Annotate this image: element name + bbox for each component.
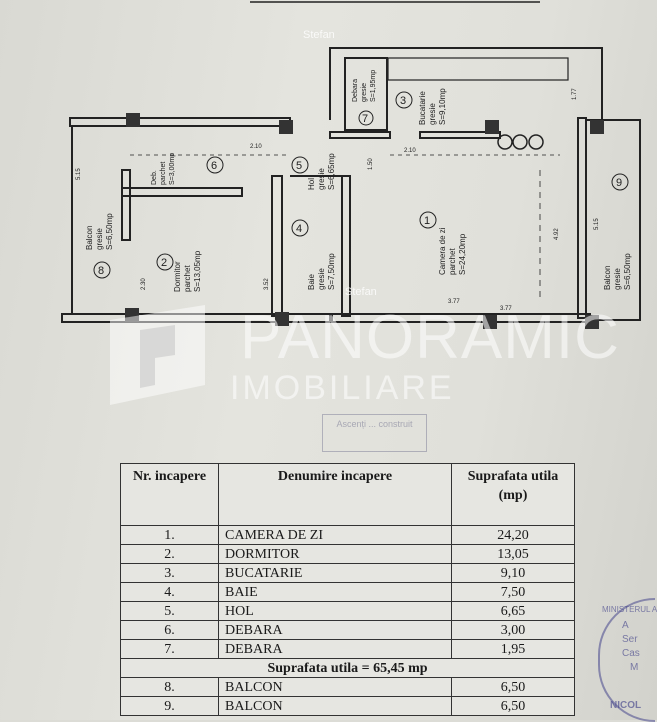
room-label-baie: BaiegresieS=7,50mp [307,253,336,290]
room-number: 6 [211,160,217,172]
room-number: 4 [296,223,302,235]
room-name-cell: HOL [218,601,452,621]
room-label-hol: HolgresieS=6,65mp [307,153,336,190]
header-nr: Nr. incapere [120,463,219,526]
room-area-cell: 6,65 [451,601,575,621]
floor-plan: DormitorparchetS=13,05mp Camera de zipar… [61,1,641,329]
room-area-cell: 9,10 [451,563,575,583]
room-number-cell: 1. [120,525,219,545]
summary-text: Suprafata utila = 65,45 mp [120,658,575,678]
room-name-cell: BALCON [218,677,452,697]
room-number: 8 [98,265,104,277]
dimension: 4.92 [554,228,560,240]
header-name: Denumire incapere [218,463,452,526]
dimension: 2.10 [250,144,262,150]
room-area-cell: 3,00 [451,620,575,640]
room-label-balcon-9: BalcongresieS=6,50mp [603,253,632,290]
room-number: 7 [362,113,368,125]
wall [69,117,291,127]
room-number-cell: 2. [120,544,219,564]
stamp-text: A [622,620,629,631]
dimension: 3.52 [264,278,270,290]
room-label-camera: Camera de ziparchetS=24,20mp [438,227,467,275]
faint-stamp: Ascenți ... construit [322,414,427,452]
room-area-cell: 13,05 [451,544,575,564]
room-area-cell: 1,95 [451,639,575,659]
dimension: 5.15 [76,168,82,180]
room-area-table: Nr. incapere Denumire incapere Suprafata… [120,463,575,716]
watermark-brand: PANORAMIC [240,303,620,372]
room-area-cell: 6,50 [451,677,575,697]
room-number: 2 [161,257,167,269]
room-name-cell: BALCON [218,696,452,716]
room-label-balcon-8: BalcongresieS=6,50mp [85,213,114,250]
room-name-cell: BUCATARIE [218,563,452,583]
room-label-bucatarie: BucatariegresieS=9,10mp [418,88,447,125]
dimension: 3.77 [500,306,512,312]
table-header-row: Nr. incapere Denumire incapere Suprafata… [120,463,575,526]
watermark-author: Stefan [345,286,377,298]
room-number-cell: 9. [120,696,219,716]
stamp-text: MINISTERUL AD [602,605,657,614]
panoramic-logo-icon [110,305,205,405]
dimension: 5.15 [594,218,600,230]
room-area-cell: 7,50 [451,582,575,602]
header-area: Suprafata utila (mp) [451,463,575,526]
room-number-cell: 3. [120,563,219,583]
room-number: 3 [400,95,406,107]
dimension: 2.10 [404,148,416,154]
room-name-cell: DEBARA [218,639,452,659]
dimension: 1.50 [368,158,374,170]
room-name-cell: BAIE [218,582,452,602]
room-number-cell: 8. [120,677,219,697]
watermark-author: Stefan [303,29,335,41]
watermark: PANORAMIC IMOBILIARE [100,300,619,410]
stamp-text: Cas [622,648,640,659]
dimension: 1.77 [572,88,578,100]
stamp-text: M [630,662,639,673]
room-number: 1 [424,215,430,227]
room-name-cell: DORMITOR [218,544,452,564]
stamp-text: NICOL [610,700,642,711]
room-number: 9 [616,177,622,189]
room-area-cell: 6,50 [451,696,575,716]
room-number-cell: 4. [120,582,219,602]
room-area-cell: 24,20 [451,525,575,545]
room-number-cell: 7. [120,639,219,659]
room-name-cell: CAMERA DE ZI [218,525,452,545]
room-number: 5 [296,160,302,172]
dimension: 2.30 [141,278,147,290]
dimension: 3.77 [448,299,460,305]
room-name-cell: DEBARA [218,620,452,640]
room-number-cell: 6. [120,620,219,640]
stamp-text: Ser [622,634,638,645]
room-number-cell: 5. [120,601,219,621]
summary-row: Suprafata utila = 65,45 mp [120,658,575,678]
watermark-sub: IMOBILIARE [230,369,455,407]
room-label-dormitor: DormitorparchetS=13,05mp [173,250,202,292]
